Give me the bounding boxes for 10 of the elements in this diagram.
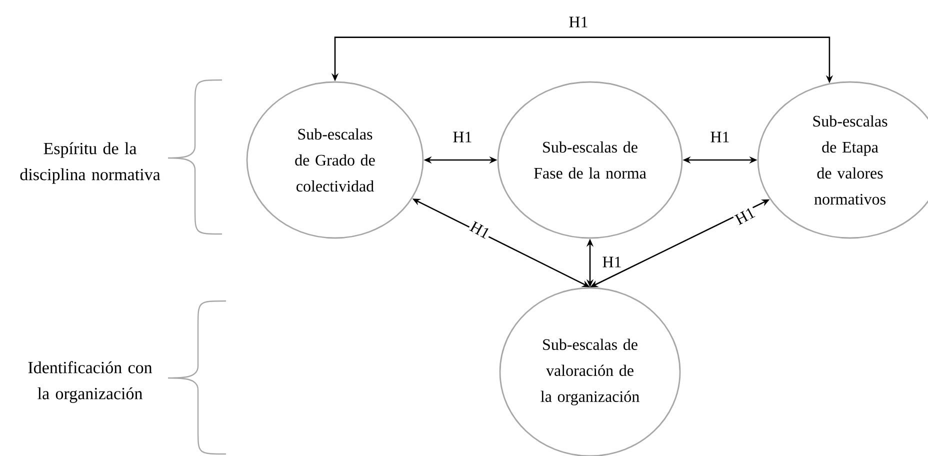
edge-label: H1 <box>709 130 731 144</box>
ellipse-node: Sub-escalas de Grado de colectividad <box>246 81 424 239</box>
side-label: Espíritu de la disciplina normativa <box>20 142 160 184</box>
edge-label: H1 <box>468 219 492 241</box>
edge-label: H1 <box>452 130 474 144</box>
ellipse-node: Sub-escalas de Fase de la norma <box>497 81 683 239</box>
edge-label: H1 <box>568 16 590 28</box>
edge-label: H1 <box>732 205 758 227</box>
edge-label: H1 <box>601 256 623 268</box>
side-label: Identificación con la organización <box>28 361 152 403</box>
